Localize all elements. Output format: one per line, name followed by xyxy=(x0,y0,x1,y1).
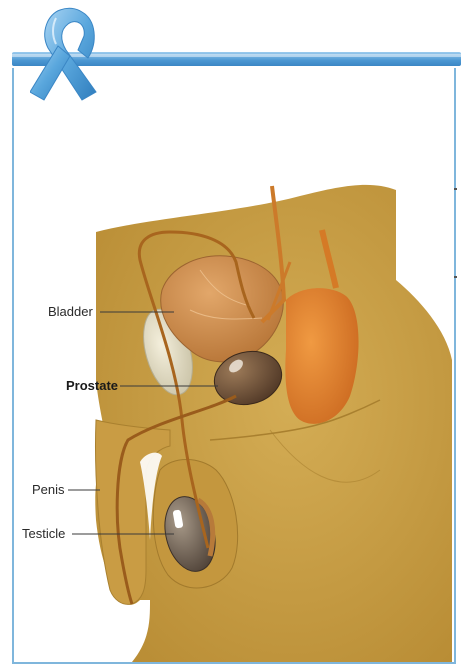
label-bladder: Bladder xyxy=(48,305,93,319)
label-testicle: Testicle xyxy=(22,527,65,541)
body-silhouette xyxy=(95,185,452,662)
label-penis: Penis xyxy=(32,483,65,497)
label-prostate: Prostate xyxy=(66,379,118,393)
edge-marks xyxy=(452,180,461,290)
